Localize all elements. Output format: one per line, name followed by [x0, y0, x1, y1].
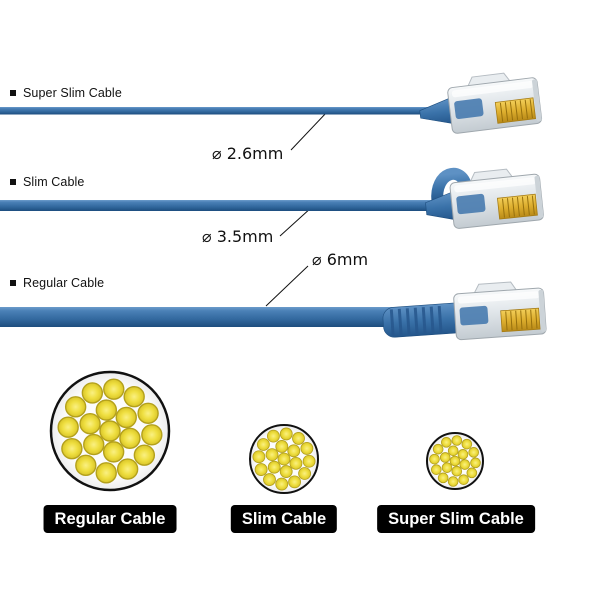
diameter-leader-line-super-slim	[290, 111, 328, 151]
cable-regular	[0, 307, 395, 327]
cross-section-slim	[249, 424, 319, 494]
wire-strand	[265, 448, 279, 462]
connector-boot-ridges	[389, 305, 443, 336]
wire-strand	[279, 465, 293, 478]
connector-highlight	[451, 81, 534, 98]
wire-strand	[99, 420, 121, 442]
wire-strand	[263, 473, 276, 487]
diameter-label-slim: ⌀ 3.5mm	[202, 227, 274, 246]
wire-strand	[466, 467, 478, 479]
wire-strand	[61, 437, 83, 460]
wire-strand	[449, 455, 461, 467]
wire-strand	[429, 453, 440, 465]
wire-strand	[256, 438, 270, 451]
connector-pin-lines	[502, 195, 535, 218]
wire-strand	[457, 449, 469, 460]
plate-super-slim-cable: Super Slim Cable	[377, 505, 535, 533]
diameter-leader-line-regular	[265, 265, 309, 307]
plate-slim-cable: Slim Cable	[230, 505, 338, 533]
cable-row-label-regular: Regular Cable	[10, 276, 104, 290]
cable-label-text: Super Slim Cable	[23, 86, 122, 100]
wire-strand	[279, 427, 293, 441]
wire-strand	[431, 464, 442, 475]
wire-strand	[302, 454, 316, 468]
wire-strand	[437, 472, 449, 484]
wire-strand	[451, 435, 463, 446]
bullet-square-icon	[10, 179, 16, 185]
diameter-label-super-slim: ⌀ 2.6mm	[212, 144, 284, 163]
connector-boot	[419, 97, 454, 125]
wire-strand	[458, 474, 469, 485]
connector-cable-inside	[456, 193, 486, 215]
wire-strand	[292, 431, 305, 445]
wire-strand	[266, 429, 280, 443]
wire-strand	[137, 402, 159, 425]
wire-strand	[103, 378, 125, 400]
cable-super-slim	[0, 107, 430, 115]
wire-strand	[64, 396, 87, 418]
cross-section-regular	[49, 370, 171, 492]
diameter-label-regular: ⌀ 6mm	[312, 250, 369, 269]
wire-strand	[288, 475, 302, 489]
rj45-connector-slim	[425, 167, 544, 229]
wire-strand	[267, 460, 281, 474]
wire-strand	[275, 477, 289, 491]
wire-strand	[75, 454, 97, 477]
wire-strand	[119, 427, 141, 449]
cross-section-super-slim	[426, 432, 484, 490]
wire-strand	[470, 457, 481, 469]
wire-strand	[432, 443, 444, 455]
connector-front-face	[538, 289, 547, 332]
wire-strand	[277, 452, 291, 466]
wire-strand	[254, 463, 268, 477]
wire-strand	[298, 467, 312, 480]
rj45-connector-regular	[382, 281, 547, 341]
wire-strand	[300, 441, 314, 455]
wire-strand	[468, 447, 479, 458]
wire-strand	[439, 452, 451, 463]
wire-strand	[289, 456, 303, 470]
cable-slim	[0, 200, 437, 211]
wire-strand	[461, 438, 473, 450]
wire-strand	[116, 458, 139, 480]
wire-strand	[123, 385, 145, 408]
connector-pin-lines	[499, 99, 533, 122]
wire-strand	[79, 413, 101, 435]
cable-label-text: Regular Cable	[23, 276, 105, 290]
connector-cable-inside	[454, 98, 484, 119]
connector-front-face	[534, 175, 544, 218]
wire-strand	[102, 441, 125, 463]
wire-strand	[83, 433, 105, 456]
cable-row-label-super-slim: Super Slim Cable	[10, 86, 122, 100]
bullet-square-icon	[10, 90, 16, 96]
wire-strand	[81, 382, 104, 404]
plate-regular-cable: Regular Cable	[43, 505, 177, 533]
connector-highlight	[457, 291, 540, 304]
wire-strand	[115, 406, 137, 429]
cable-label-text: Slim Cable	[23, 175, 85, 189]
wire-strand	[275, 440, 289, 453]
wire-strand	[141, 424, 163, 446]
wire-strand	[57, 416, 79, 438]
connector-cable-inside	[459, 305, 489, 326]
wire-strand	[441, 462, 453, 473]
bullet-square-icon	[10, 280, 16, 286]
cable-row-label-slim: Slim Cable	[10, 175, 84, 189]
connector-front-face	[532, 79, 542, 122]
wire-strand	[287, 444, 301, 458]
wire-strand	[459, 459, 471, 470]
connector-highlight	[454, 177, 536, 193]
wire-strand	[441, 437, 452, 448]
connector-pin-lines	[505, 309, 538, 331]
wire-strand	[252, 450, 266, 464]
wire-strand	[95, 399, 118, 421]
wire-strand	[447, 445, 459, 457]
wire-strand	[133, 444, 156, 466]
wire-strand	[95, 462, 117, 484]
wire-strand	[451, 465, 463, 477]
rj45-connector-super-slim	[419, 72, 543, 134]
wire-strand	[447, 476, 459, 487]
diameter-leader-line-slim	[279, 206, 313, 237]
